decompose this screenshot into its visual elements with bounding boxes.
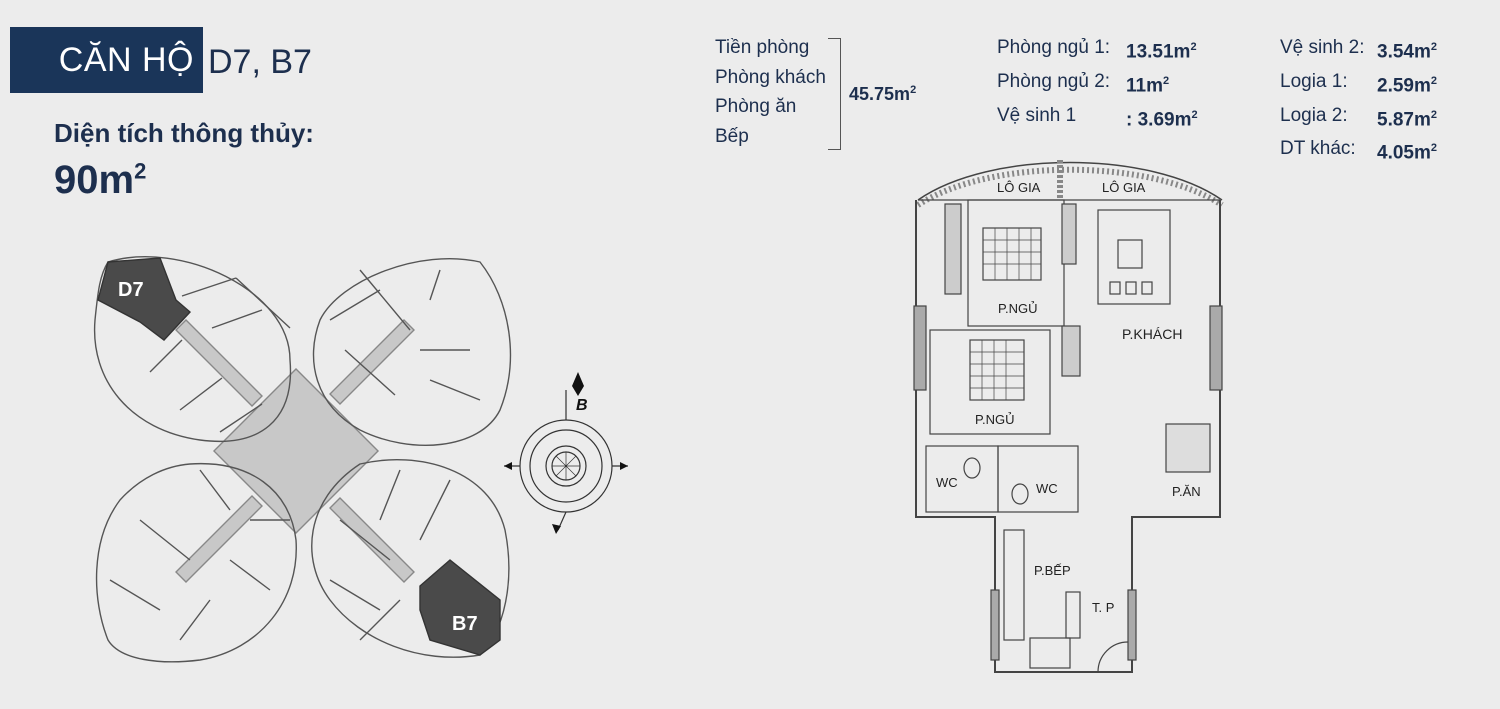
wing-nw-partitions (149, 277, 291, 433)
room-area-row: Vệ sinh 2:3.54m2 (1280, 37, 1437, 63)
unit-d7-shape (97, 257, 192, 341)
building-core (212, 367, 380, 535)
common-area-total: 45.75m2 (849, 84, 917, 104)
dining-room-label: P.ĂN (1172, 484, 1201, 499)
wc-2-label: WC (1036, 481, 1058, 496)
title-badge: CĂN HỘ (10, 27, 203, 93)
room-area-row: Logia 1:2.59m2 (1280, 70, 1437, 97)
common-rooms-list: Tiền phòng Phòng khách Phòng ăn Bếp (715, 33, 826, 151)
unit-b7-shape (419, 559, 501, 656)
room-area-row: Phòng ngủ 1:13.51m2 (997, 37, 1197, 63)
title-badge-text: CĂN HỘ (58, 40, 194, 79)
kitchen-label: P.BẾP (1034, 563, 1071, 578)
room-areas-column-1: Phòng ngủ 1:13.51m2 Phòng ngủ 2:11m2 Vệ … (997, 33, 1198, 134)
common-room-item: Phòng khách (715, 66, 826, 88)
unit-b7-label: B7 (452, 613, 478, 635)
loggia-2-label: LÔ GIA (1102, 180, 1146, 195)
area-value: 90m2 (54, 158, 147, 202)
wing-se-partitions (329, 469, 451, 641)
corridor-se (329, 497, 415, 583)
bedroom-2-label: P.NGỦ (975, 412, 1015, 427)
wing-ne (312, 258, 512, 446)
corridor-nw (175, 319, 263, 407)
common-room-item: Tiền phòng (715, 37, 810, 58)
room-area-row: DT khác:4.05m2 (1280, 138, 1437, 164)
room-area-row: Vệ sinh 1: 3.69m2 (997, 104, 1198, 130)
unit-d7-label: D7 (118, 279, 144, 301)
loggia-1-label: LÔ GIA (997, 180, 1041, 195)
room-area-row: Phòng ngủ 2:11m2 (997, 70, 1170, 97)
wing-sw (95, 462, 297, 663)
corridor-sw (175, 495, 263, 583)
room-areas-column-2: Vệ sinh 2:3.54m2 Logia 1:2.59m2 Logia 2:… (1280, 33, 1437, 168)
living-room-label: P.KHÁCH (1122, 326, 1182, 342)
wc-1-label: WC (936, 475, 958, 490)
wing-ne-partitions (329, 269, 481, 401)
compass-north-label: B (576, 397, 588, 414)
apartment-codes: D7, B7 (208, 43, 312, 81)
corridor-ne (329, 319, 415, 405)
floor-plan (913, 160, 1224, 673)
bracket-line (828, 38, 841, 150)
area-label: Diện tích thông thủy: (54, 118, 314, 148)
compass (504, 372, 628, 534)
wing-sw-partitions (109, 469, 290, 641)
foyer-label: T. P (1092, 600, 1114, 615)
bedroom-1-label: P.NGỦ (998, 301, 1038, 316)
common-room-item: Bếp (715, 125, 749, 147)
room-area-row: Logia 2:5.87m2 (1280, 104, 1437, 130)
north-arrow-icon (572, 372, 584, 396)
common-room-item: Phòng ăn (715, 96, 797, 117)
